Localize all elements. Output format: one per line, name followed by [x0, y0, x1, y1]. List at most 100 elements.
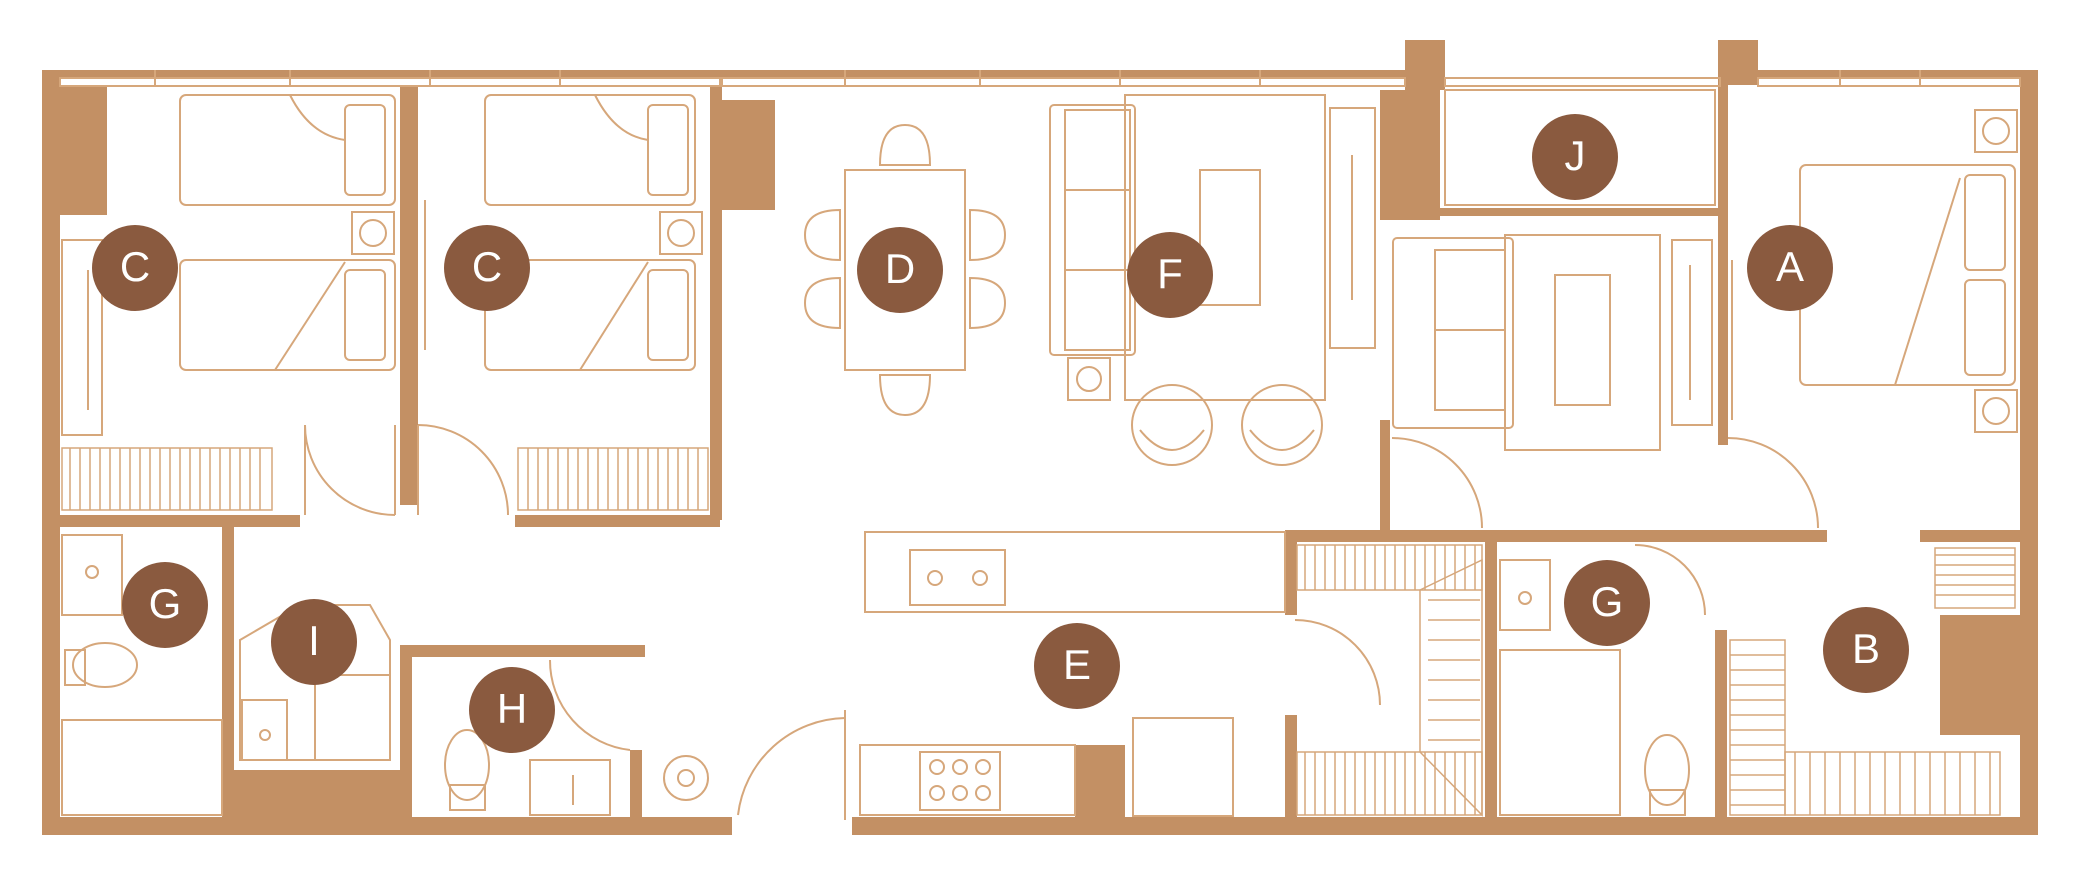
wall-service-left-low [1285, 715, 1297, 820]
badge-g-left [122, 562, 208, 648]
bed-icon [484, 259, 696, 371]
wall-h-top [400, 645, 645, 657]
room-c-right-furniture [417, 94, 709, 516]
room-label-g-left: G [122, 562, 208, 648]
wall-g2-top [1497, 530, 1827, 542]
label-i: I [308, 617, 320, 664]
wardrobe-icon [61, 239, 103, 436]
windows [59, 70, 2021, 87]
side-table-icon [1067, 357, 1111, 401]
sink-icon [241, 699, 288, 761]
nightstand-icon [1974, 389, 2018, 433]
wall-living-bottom [1380, 420, 1390, 530]
stair-area [1296, 544, 2016, 817]
door-arc [548, 659, 631, 751]
room-label-j: J [1532, 114, 1618, 200]
bed-icon [484, 94, 696, 206]
stove-icon [919, 751, 1001, 811]
armchair-icon [1131, 384, 1213, 466]
badge-b [1823, 607, 1909, 693]
shower-icon [1499, 649, 1621, 816]
door-arc [417, 424, 509, 516]
sink-icon [61, 534, 123, 616]
door-arc [1391, 437, 1483, 529]
sink-icon [909, 549, 1006, 606]
wall-c-bottom-left [60, 515, 300, 527]
desk-icon [1444, 89, 1716, 206]
wall-c2-right [710, 85, 722, 520]
outer-wall-top [42, 70, 1420, 78]
rug-stripes [61, 447, 273, 511]
wall-j-bottom [1440, 208, 1720, 216]
wall-g2-left [1485, 530, 1497, 820]
nightstand-icon [1974, 109, 2018, 153]
room-label-c-left: C [92, 225, 178, 311]
label-c-left: C [120, 243, 150, 290]
bed-icon [179, 259, 396, 371]
wall-h-left [400, 645, 412, 820]
chair-icon [803, 208, 841, 262]
room-e-furniture [737, 531, 1381, 820]
badge-h [469, 667, 555, 753]
room-g-left-furniture [61, 534, 223, 816]
pillow-icon [344, 104, 386, 196]
tv-unit-icon [1329, 107, 1376, 349]
label-b: B [1852, 625, 1880, 672]
furniture [61, 89, 2018, 820]
chair-icon [878, 123, 932, 166]
sink-icon [1499, 559, 1551, 631]
room-label-i: I [271, 599, 357, 685]
label-g-right: G [1591, 578, 1624, 625]
room-label-g-right: G [1564, 560, 1650, 646]
column-j-top [1405, 40, 1445, 90]
badge-c-right [444, 225, 530, 311]
dining-table-icon [844, 169, 966, 371]
sofa-icon [1049, 104, 1136, 356]
badge-i [271, 599, 357, 685]
column-bath [232, 770, 407, 830]
rug-icon [1504, 234, 1661, 451]
pillow-icon [647, 269, 689, 361]
door-arc [1634, 544, 1706, 616]
room-d-furniture [803, 123, 1007, 417]
wall-service-left [1285, 530, 1297, 615]
outer-wall-bottom-right [852, 817, 2038, 835]
room-label-f: F [1127, 232, 1213, 318]
room-label-c-right: C [444, 225, 530, 311]
nightstand-icon [351, 211, 395, 255]
badge-f [1127, 232, 1213, 318]
toilet-icon [72, 642, 138, 688]
pillow-icon [344, 269, 386, 361]
lamp-icon [1982, 117, 2010, 145]
room-f-furniture [1049, 94, 1376, 466]
column-a-top [1718, 40, 1758, 85]
label-a: A [1776, 243, 1804, 290]
room-g-right-furniture [1499, 544, 1706, 816]
toilet-icon [444, 729, 490, 801]
column-kitchen [1075, 745, 1125, 825]
toilet-icon [1644, 734, 1690, 806]
bed-icon [179, 94, 396, 206]
door-arc [1727, 437, 1819, 529]
room-a-furniture [1391, 109, 2018, 529]
water-heater-icon [663, 755, 709, 801]
lamp-icon [1982, 397, 2010, 425]
badge-c-left [92, 225, 178, 311]
shower-icon [61, 719, 223, 816]
badge-j [1532, 114, 1618, 200]
chair-icon [969, 276, 1007, 330]
coffee-table-icon [1199, 169, 1261, 306]
label-g-left: G [149, 580, 182, 627]
label-j: J [1565, 132, 1586, 179]
door-arc [304, 424, 396, 516]
wall-b-left [1715, 630, 1727, 820]
label-d: D [885, 245, 915, 292]
chair-icon [878, 374, 932, 417]
outer-wall-top-right [1720, 70, 2038, 78]
room-j-furniture [1392, 89, 1716, 451]
walls [42, 40, 2038, 835]
room-label-d: D [857, 227, 943, 313]
nightstand-icon [659, 211, 703, 255]
sink-icon [529, 759, 611, 816]
